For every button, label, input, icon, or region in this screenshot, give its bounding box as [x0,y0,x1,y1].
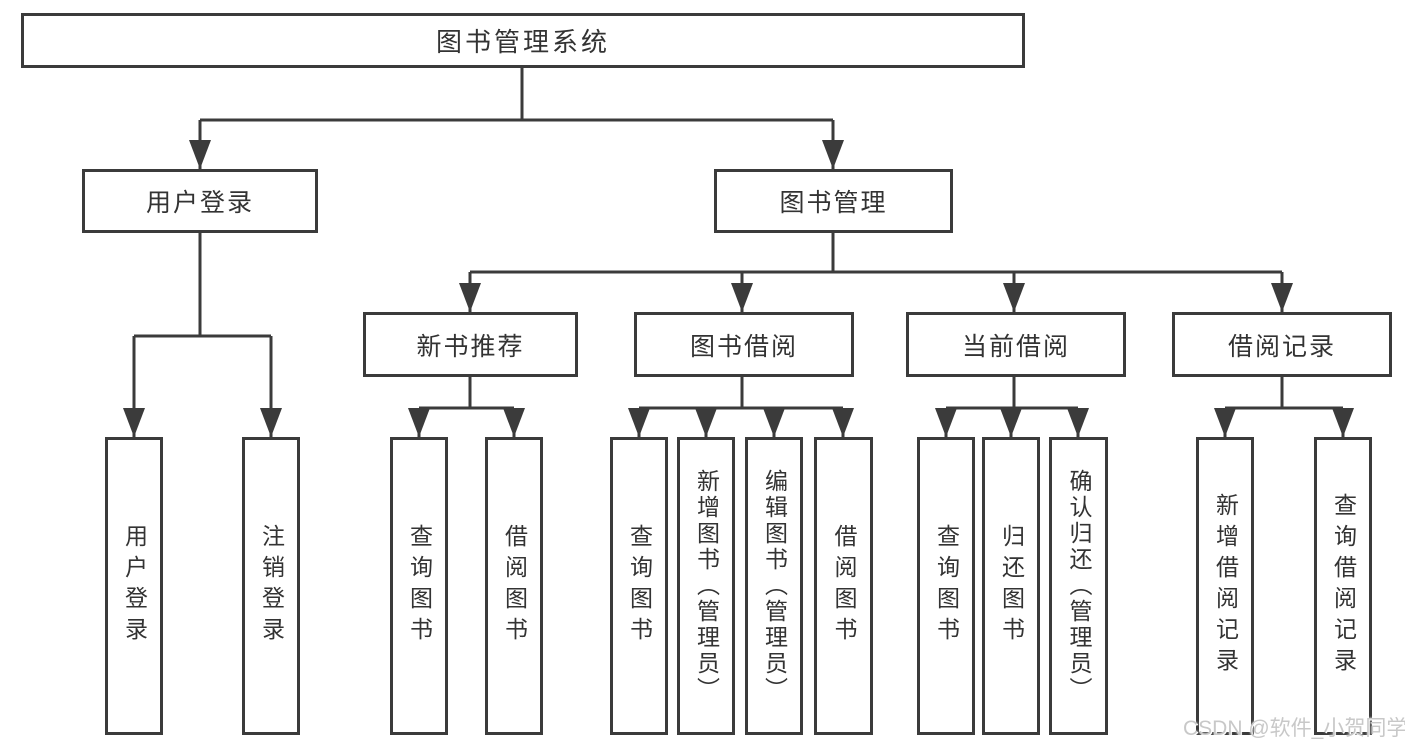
node-user-login-branch: 用户登录 [82,169,318,233]
node-book-management-system: 图书管理系统 [21,13,1025,68]
leaf-bb-edit-books-admin: 编辑图书（管理员） [745,437,803,735]
leaf-nb-query-books: 查询图书 [390,437,448,735]
leaf-br-add-borrow-record: 新增借阅记录 [1196,437,1254,735]
node-book-borrowing: 图书借阅 [634,312,854,377]
leaf-bb-borrow-books: 借阅图书 [814,437,873,735]
leaf-cb-confirm-return-admin: 确认归还（管理员） [1049,437,1108,735]
watermark: CSDN @软件_小贺同学 [1183,717,1405,740]
leaf-bb-query-books: 查询图书 [610,437,668,735]
leaf-bb-add-books-admin: 新增图书（管理员） [677,437,735,735]
node-book-management: 图书管理 [714,169,953,233]
leaf-logout: 注销登录 [242,437,300,735]
leaf-cb-return-books: 归还图书 [982,437,1040,735]
leaf-nb-borrow-books: 借阅图书 [485,437,543,735]
node-new-book-recommendation: 新书推荐 [363,312,578,377]
leaf-user-login: 用户登录 [105,437,163,735]
arrow-connectors [123,120,1354,437]
node-current-borrowing: 当前借阅 [906,312,1126,377]
leaf-cb-query-books: 查询图书 [917,437,975,735]
connector-trunks [134,68,1343,410]
leaf-br-query-borrow-record: 查询借阅记录 [1314,437,1372,735]
node-borrowing-records: 借阅记录 [1172,312,1392,377]
